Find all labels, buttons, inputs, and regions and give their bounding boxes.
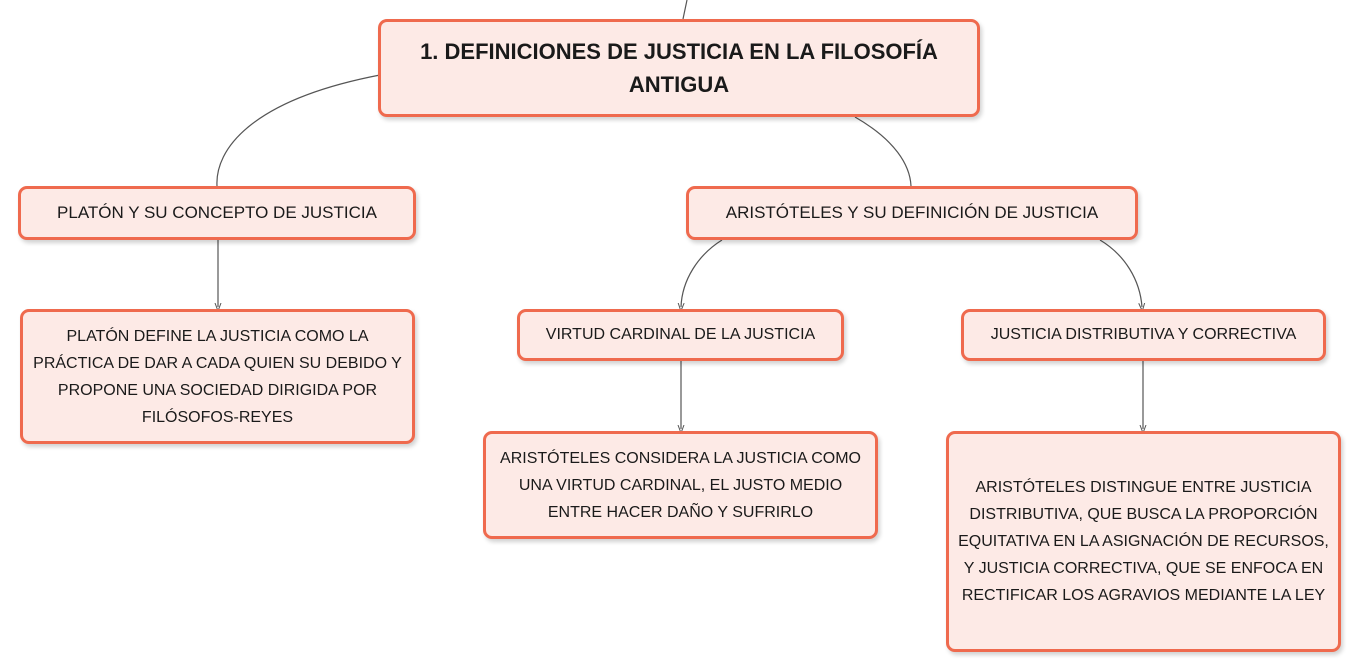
virtud-definition-node[interactable]: ARISTÓTELES CONSIDERA LA JUSTICIA COMO U… bbox=[483, 431, 878, 539]
platon-topic-node[interactable]: PLATÓN Y SU CONCEPTO DE JUSTICIA bbox=[18, 186, 416, 240]
justicia-distributiva-correctiva-node[interactable]: JUSTICIA DISTRIBUTIVA Y CORRECTIVA bbox=[961, 309, 1326, 361]
distributiva-correctiva-definition-text: ARISTÓTELES DISTINGUE ENTRE JUSTICIA DIS… bbox=[958, 479, 1329, 604]
virtud-cardinal-node[interactable]: VIRTUD CARDINAL DE LA JUSTICIA bbox=[517, 309, 844, 361]
connector-aristoteles-to-distributiva bbox=[1099, 239, 1142, 307]
root-topic-node[interactable]: 1. DEFINICIONES DE JUSTICIA EN LA FILOSO… bbox=[378, 19, 980, 117]
platon-definition-text: PLATÓN DEFINE LA JUSTICIA COMO LA PRÁCTI… bbox=[33, 327, 402, 426]
distributiva-correctiva-definition-node[interactable]: ARISTÓTELES DISTINGUE ENTRE JUSTICIA DIS… bbox=[946, 431, 1341, 652]
virtud-definition-text: ARISTÓTELES CONSIDERA LA JUSTICIA COMO U… bbox=[500, 449, 861, 521]
connector-root-to-platon bbox=[216, 74, 381, 187]
aristoteles-topic-node[interactable]: ARISTÓTELES Y SU DEFINICIÓN DE JUSTICIA bbox=[686, 186, 1138, 240]
aristoteles-topic-label: ARISTÓTELES Y SU DEFINICIÓN DE JUSTICIA bbox=[725, 203, 1099, 222]
connector-root-to-aristoteles bbox=[854, 116, 912, 187]
justicia-distributiva-correctiva-label: JUSTICIA DISTRIBUTIVA Y CORRECTIVA bbox=[990, 326, 1297, 343]
platon-topic-label: PLATÓN Y SU CONCEPTO DE JUSTICIA bbox=[57, 203, 377, 222]
connector-parent-to-root bbox=[682, 0, 688, 20]
virtud-cardinal-label: VIRTUD CARDINAL DE LA JUSTICIA bbox=[545, 326, 816, 343]
root-topic-label: 1. DEFINICIONES DE JUSTICIA EN LA FILOSO… bbox=[420, 39, 938, 97]
connector-aristoteles-to-virtud bbox=[681, 239, 723, 307]
platon-definition-node[interactable]: PLATÓN DEFINE LA JUSTICIA COMO LA PRÁCTI… bbox=[20, 309, 415, 444]
